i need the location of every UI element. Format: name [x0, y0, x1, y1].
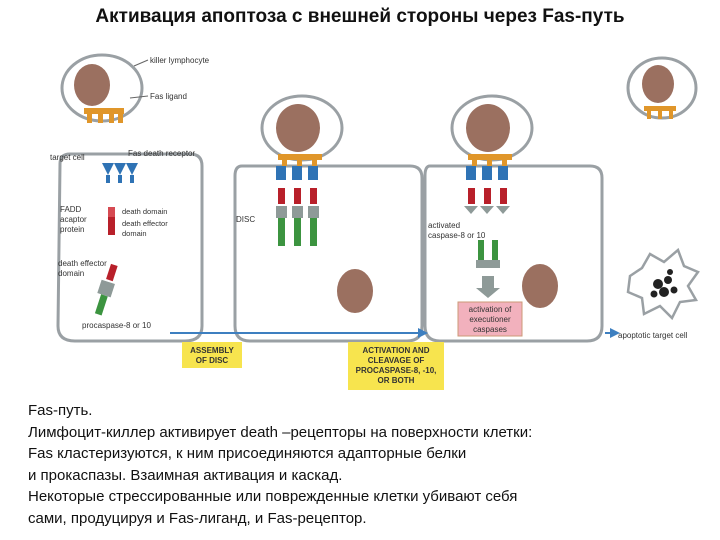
step-activation-1: ACTIVATION AND	[363, 346, 430, 355]
fadd-adaptor	[108, 207, 115, 235]
caption-line-1: Fas-путь.	[28, 402, 93, 419]
label-left-ded-1: death effector	[58, 259, 107, 268]
killer-nucleus	[74, 64, 110, 106]
disc-complex	[276, 166, 319, 246]
step-box-assembly	[182, 342, 242, 368]
label-left-ded-2: domain	[58, 269, 84, 278]
label-exec-3: caspases	[473, 325, 507, 334]
caption-line-2: Лимфоцит-киллер активирует death –рецепт…	[28, 423, 533, 441]
label-fadd-1: FADD	[60, 205, 82, 214]
label-apoptotic-cell: apoptotic target cell	[618, 331, 688, 340]
step-assembly-1: ASSEMBLY	[190, 346, 234, 355]
step-activation-3: PROCASPASE-8, -10,	[356, 366, 437, 375]
killer-nucleus-3	[466, 104, 510, 152]
label-exec-1: activation of	[469, 305, 512, 314]
fas-ligand-cluster-4	[644, 106, 676, 119]
fas-ligand-cluster-3	[468, 154, 512, 166]
released-caspase	[476, 240, 500, 268]
label-activated-1: activated	[428, 221, 460, 230]
page-title: Активация апоптоза с внешней стороны чер…	[95, 6, 625, 27]
target-nucleus-2	[337, 269, 373, 313]
killer-nucleus-4	[642, 65, 674, 103]
label-procaspase: procaspase-8 or 10	[82, 321, 151, 330]
label-fadd-2: acaptor	[60, 215, 87, 224]
label-target-cell: target cell	[50, 153, 85, 162]
fas-pathway-diagram: killer lymphocyte Fas ligand target cell…	[50, 53, 700, 390]
executioner-box	[457, 301, 523, 337]
label-ded-1: death effector	[122, 219, 168, 228]
label-fas-death-receptor: Fas death receptor	[128, 149, 195, 158]
label-disc: DISC	[236, 215, 255, 224]
caption-line-4: и прокаспазы. Взаимная активация и каска…	[28, 466, 343, 484]
target-cell-membrane	[56, 152, 204, 343]
caption: Fas-путь. Лимфоцит-киллер активирует dea…	[28, 400, 708, 529]
label-death-domain: death domain	[122, 207, 167, 216]
label-activated-2: caspase-8 or 10	[428, 231, 486, 240]
label-fadd-3: protein	[60, 225, 84, 234]
target-nucleus-3	[522, 264, 558, 308]
procaspase-molecule	[94, 263, 118, 316]
target-cell-membrane-2	[233, 164, 424, 343]
step-activation-4: OR BOTH	[378, 376, 415, 385]
label-ded-2: domain	[122, 229, 147, 238]
step-box-activation	[348, 342, 444, 390]
label-killer-lymphocyte: killer lymphocyte	[150, 56, 210, 65]
activated-complex	[464, 166, 510, 214]
label-exec-2: executioner	[469, 315, 511, 324]
fas-ligand-cluster	[84, 108, 124, 123]
caption-line-5: Некоторые стрессированные или поврежденн…	[28, 488, 518, 505]
down-arrow	[476, 276, 500, 298]
caption-line-3: Fas кластеризуются, к ним присоединяются…	[28, 445, 467, 462]
step-activation-2: CLEAVAGE OF	[368, 356, 425, 365]
caption-line-6: сами, продуцируя и Fas-лиганд, и Fas-рец…	[28, 509, 367, 527]
fragmented-nucleus	[650, 269, 678, 298]
fas-receptors	[102, 163, 138, 183]
killer-nucleus-2	[276, 104, 320, 152]
step-assembly-2: OF DISC	[196, 356, 229, 365]
fas-ligand-cluster-2	[278, 154, 322, 166]
label-fas-ligand: Fas ligand	[150, 92, 187, 101]
